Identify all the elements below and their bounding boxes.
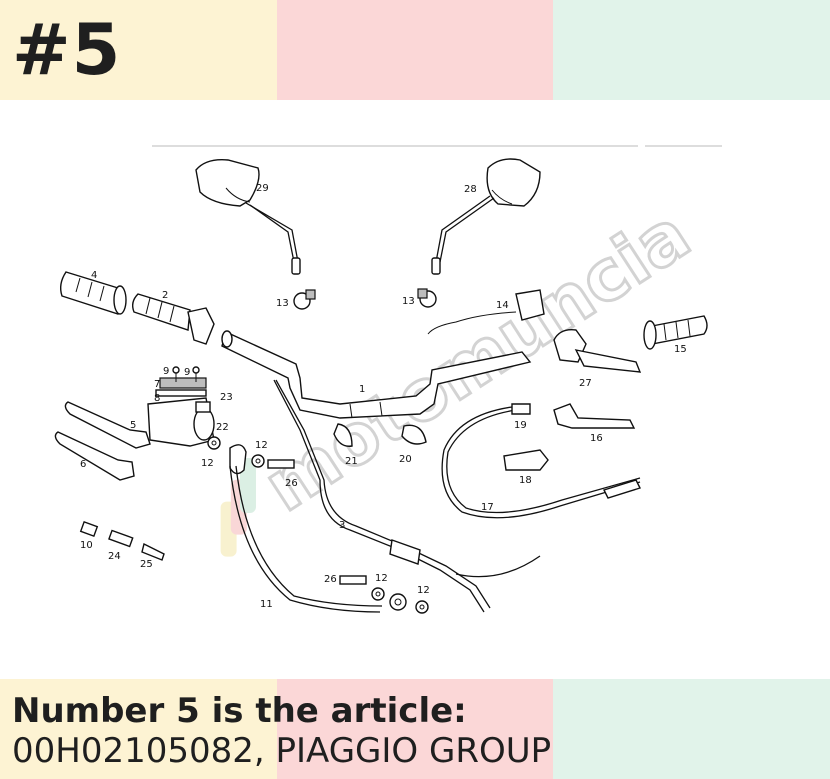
part-number-badge: #5 bbox=[12, 9, 122, 91]
caption-heading: Number 5 is the article: bbox=[12, 691, 467, 731]
label-29: 29 bbox=[256, 183, 269, 194]
label-26b: 26 bbox=[324, 574, 337, 585]
label-3: 3 bbox=[339, 520, 345, 531]
band-yellow bbox=[0, 0, 277, 100]
switch-18 bbox=[503, 449, 549, 471]
clamp-13-left bbox=[293, 289, 316, 310]
label-11: 11 bbox=[260, 599, 273, 610]
lever-assembly-27 bbox=[553, 329, 642, 373]
washers-and-bolts bbox=[207, 436, 429, 614]
lever-16 bbox=[553, 403, 636, 429]
label-18: 18 bbox=[519, 475, 532, 486]
label-7: 7 bbox=[154, 379, 160, 390]
mirror-left bbox=[195, 159, 301, 275]
band-pink bbox=[276, 679, 554, 779]
label-13b: 13 bbox=[402, 296, 415, 307]
label-9a: 9 bbox=[163, 366, 169, 377]
grip-15 bbox=[643, 315, 708, 350]
cables bbox=[229, 379, 641, 613]
label-12c: 12 bbox=[375, 573, 388, 584]
label-4: 4 bbox=[91, 270, 97, 281]
label-12a: 12 bbox=[201, 458, 214, 469]
label-13a: 13 bbox=[276, 298, 289, 309]
handlebar-1 bbox=[221, 330, 532, 419]
label-26a: 26 bbox=[285, 478, 298, 489]
switch-14 bbox=[427, 289, 545, 335]
label-28: 28 bbox=[464, 184, 477, 195]
band-yellow bbox=[0, 679, 277, 779]
label-1: 1 bbox=[359, 384, 365, 395]
label-9b: 9 bbox=[184, 367, 190, 378]
label-5: 5 bbox=[130, 420, 136, 431]
exploded-parts-diagram: motomuncia bbox=[54, 145, 722, 614]
label-6: 6 bbox=[80, 459, 86, 470]
brake-lever-5 bbox=[64, 401, 151, 449]
band-mint bbox=[553, 679, 830, 779]
fittings-10-24-25 bbox=[79, 521, 165, 561]
label-25: 25 bbox=[140, 559, 153, 570]
throttle-grip-2 bbox=[131, 293, 215, 345]
label-23: 23 bbox=[220, 392, 233, 403]
label-10: 10 bbox=[80, 540, 93, 551]
label-21: 21 bbox=[345, 456, 358, 467]
grip-4 bbox=[59, 271, 127, 315]
clamp-13-right bbox=[417, 288, 437, 308]
label-22: 22 bbox=[216, 422, 229, 433]
label-20: 20 bbox=[399, 454, 412, 465]
bottom-color-band bbox=[0, 679, 830, 779]
master-cylinder-assembly bbox=[147, 366, 215, 447]
label-17: 17 bbox=[481, 502, 494, 513]
label-24: 24 bbox=[108, 551, 121, 562]
label-8: 8 bbox=[154, 393, 160, 404]
mirror-right bbox=[431, 158, 541, 275]
band-pink bbox=[276, 0, 554, 100]
caption-article-code: 00H02105082, PIAGGIO GROUP bbox=[12, 731, 552, 771]
label-12b: 12 bbox=[255, 440, 268, 451]
label-14: 14 bbox=[496, 300, 509, 311]
band-mint bbox=[553, 0, 830, 100]
watermark-text: motomuncia bbox=[250, 193, 704, 528]
part-labels: 1 2 3 4 5 6 7 8 9 9 10 11 12 12 12 12 13… bbox=[80, 183, 687, 610]
label-15: 15 bbox=[674, 344, 687, 355]
label-2: 2 bbox=[162, 290, 168, 301]
label-16: 16 bbox=[590, 433, 603, 444]
label-19: 19 bbox=[514, 420, 527, 431]
label-12d: 12 bbox=[417, 585, 430, 596]
clamps-20-21 bbox=[333, 423, 427, 447]
label-27: 27 bbox=[579, 378, 592, 389]
top-color-band bbox=[0, 0, 830, 100]
brake-lever-6 bbox=[54, 431, 135, 481]
